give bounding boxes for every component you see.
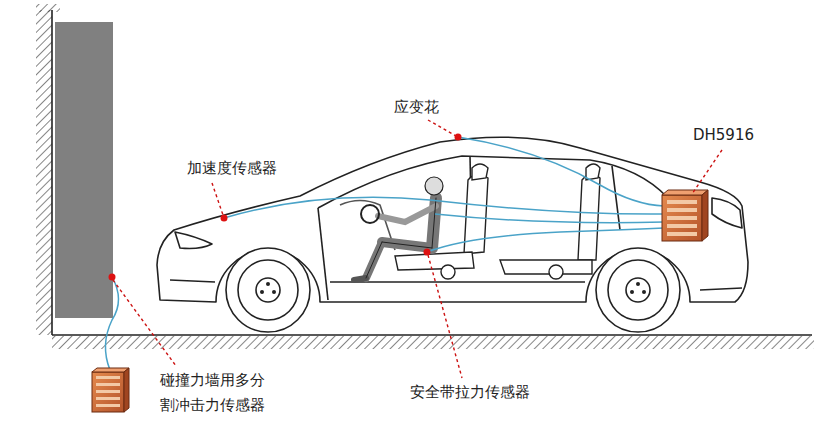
leader-lines — [113, 120, 722, 378]
sensor-dots — [109, 134, 462, 281]
sensor-cables — [105, 137, 664, 370]
sensor-label: 碰撞力墙用多分割冲击力传感器 — [160, 368, 266, 418]
sensor-label: DH5916 — [693, 123, 754, 148]
wheels — [226, 248, 680, 332]
sensor-label: 加速度传感器 — [187, 156, 277, 181]
wall-ground — [36, 4, 814, 349]
sensor-label: 安全带拉力传感器 — [410, 380, 530, 405]
crash-dummy — [354, 177, 443, 280]
sensor-label: 应变花 — [394, 95, 439, 120]
